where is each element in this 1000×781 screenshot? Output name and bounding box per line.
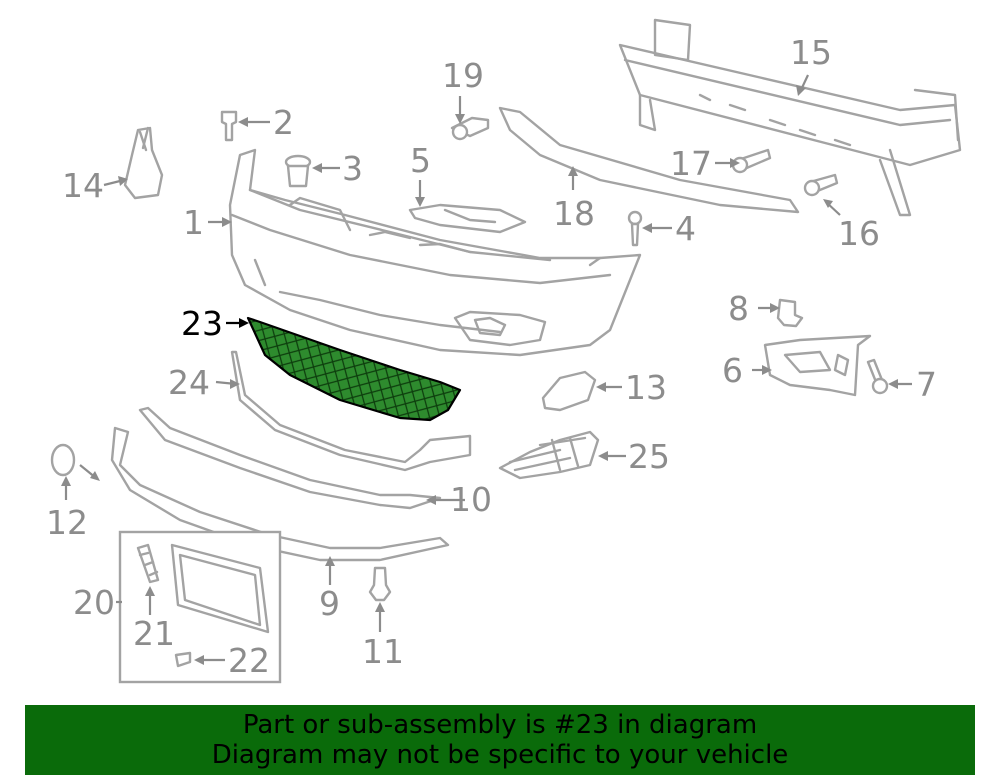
part-8-clip (776, 298, 804, 328)
label-21: 21 (133, 614, 175, 653)
part-6-bracket (763, 334, 872, 397)
label-1: 1 (183, 203, 204, 242)
part-9-lower-panel (110, 426, 450, 562)
part-24-moulding (230, 350, 472, 472)
label-10: 10 (450, 480, 492, 519)
label-19: 19 (442, 56, 484, 95)
label-9: 9 (319, 584, 340, 623)
part-23-lower-grille (246, 316, 462, 422)
part-14-cover (123, 126, 164, 200)
label-7: 7 (916, 365, 937, 404)
banner-line-2: Diagram may not be specific to your vehi… (211, 740, 789, 770)
part-12-tow-cap (50, 443, 76, 477)
part-3-grommet (284, 154, 312, 188)
part-19-bolt (450, 116, 490, 141)
label-3: 3 (342, 149, 363, 188)
label-12: 12 (46, 503, 88, 542)
part-10-spoiler (138, 406, 442, 510)
part-4-bolt (627, 210, 643, 247)
label-15: 15 (790, 33, 832, 72)
label-5: 5 (410, 141, 431, 180)
label-8: 8 (728, 289, 749, 328)
part-5-bracket (408, 203, 527, 234)
callout-arrows (61, 74, 912, 665)
label-4: 4 (675, 209, 696, 248)
label-17: 17 (670, 144, 712, 183)
label-24: 24 (168, 363, 210, 402)
part-18-absorber (498, 106, 800, 214)
part-1-bumper-cover (228, 148, 642, 357)
part-13-cap (541, 370, 597, 412)
info-banner: Part or sub-assembly is #23 in diagram D… (25, 705, 975, 775)
part-25-fog-grille (498, 430, 600, 480)
label-14: 14 (62, 166, 104, 205)
parts-diagram: 1 2 3 4 5 6 7 8 9 10 11 12 13 14 15 16 1… (46, 18, 962, 684)
label-18: 18 (553, 194, 595, 233)
label-23: 23 (181, 304, 223, 343)
part-15-reinforcement-beam (618, 18, 962, 217)
label-20: 20 (73, 583, 115, 622)
label-25: 25 (628, 437, 670, 476)
label-16: 16 (838, 214, 880, 253)
part-17-bolt (731, 148, 772, 174)
part-2-clip (220, 110, 238, 142)
part-16-bolt (803, 173, 839, 197)
banner-line-1: Part or sub-assembly is #23 in diagram (242, 710, 758, 740)
part-7-bolt (866, 358, 889, 395)
label-22: 22 (228, 641, 270, 680)
label-6: 6 (722, 351, 743, 390)
label-11: 11 (362, 632, 404, 671)
label-13: 13 (625, 368, 667, 407)
callout-labels: 1 2 3 4 5 6 7 8 9 10 11 12 13 14 15 16 1… (46, 33, 937, 680)
part-11-clip (368, 566, 392, 602)
label-2: 2 (273, 103, 294, 142)
